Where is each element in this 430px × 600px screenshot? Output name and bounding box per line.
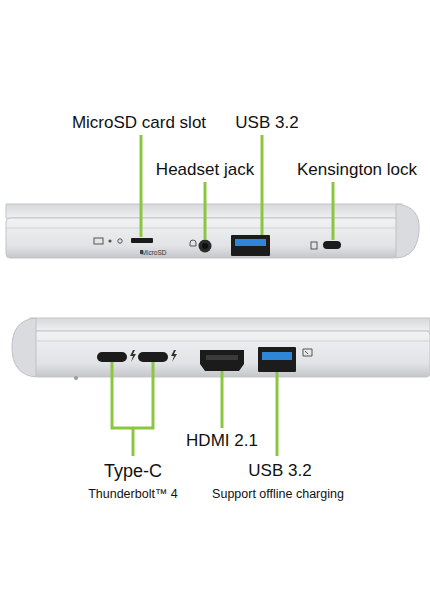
leader-line — [276, 372, 279, 456]
thunderbolt-icon — [171, 350, 177, 362]
hdmi-port-tongue — [206, 355, 238, 360]
indicator-dot — [108, 239, 111, 242]
leader-line — [132, 428, 135, 456]
usb-port — [258, 347, 296, 372]
usb-port-tongue — [262, 352, 292, 360]
port-note: Support offline charging — [212, 487, 344, 501]
leader-line — [140, 135, 143, 237]
kensington-slot — [323, 241, 341, 249]
edge-line — [6, 228, 398, 229]
port-name: Type-C — [104, 461, 162, 482]
headset-icon — [190, 240, 196, 246]
port-name: HDMI 2.1 — [186, 431, 258, 451]
light-icon — [118, 239, 122, 243]
edge-line — [34, 341, 430, 342]
laptop-base — [34, 331, 430, 377]
battery-icon — [94, 238, 103, 244]
leader-line — [204, 182, 207, 239]
charging-icon — [303, 349, 312, 356]
port-name: Headset jack — [156, 160, 254, 180]
lock-icon — [311, 242, 317, 249]
hinge — [12, 318, 36, 377]
bracket — [112, 362, 153, 428]
headset-jack-hole — [202, 243, 208, 249]
port-name: Kensington lock — [297, 160, 417, 180]
headset-jack — [199, 240, 212, 253]
laptop-base — [6, 218, 398, 258]
foot-dot — [74, 376, 78, 380]
leader-line — [221, 371, 224, 428]
laptop-lid — [30, 318, 430, 331]
port-name: MicroSD card slot — [72, 113, 206, 133]
leader-line — [261, 135, 264, 235]
port-name: USB 3.2 — [235, 113, 298, 133]
hinge — [396, 204, 419, 258]
thunderbolt-icon — [130, 350, 136, 362]
hdmi-port — [200, 350, 244, 371]
port-name: USB 3.2 — [248, 461, 311, 481]
usb-port-tongue — [235, 239, 266, 246]
port-marking: MicroSD — [142, 249, 167, 256]
leader-line — [332, 182, 335, 240]
usb-port — [231, 235, 270, 256]
port-note: Thunderbolt™ 4 — [88, 487, 178, 501]
type-c-port — [97, 352, 127, 362]
type-c-port — [138, 352, 168, 362]
microsd-slot — [131, 238, 153, 243]
